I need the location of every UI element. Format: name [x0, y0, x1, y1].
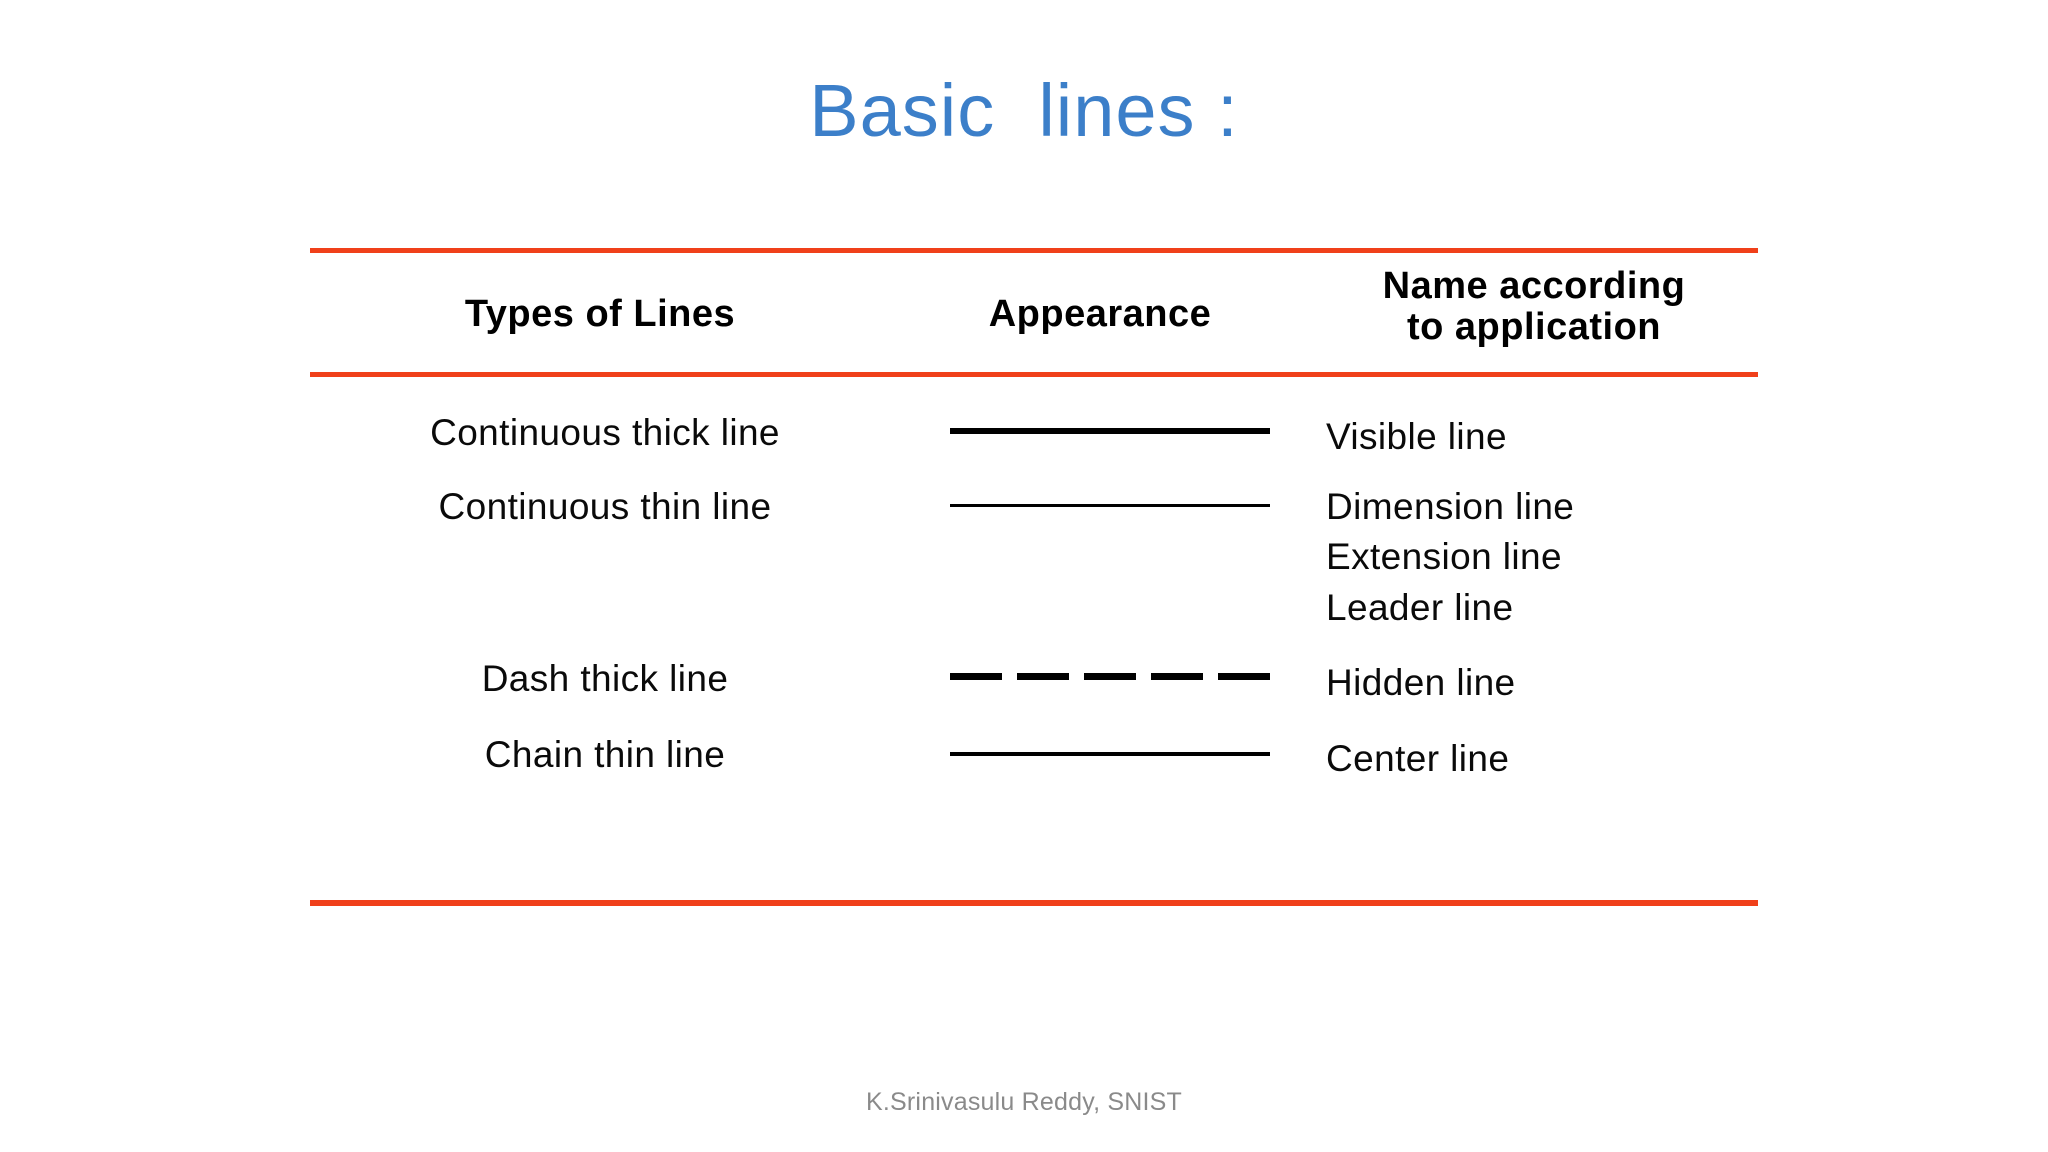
slide-footer-attribution: K.Srinivasulu Reddy, SNIST — [866, 1088, 1182, 1116]
cell-line-appearance — [910, 486, 1310, 526]
application-name: Hidden line — [1326, 662, 1516, 703]
column-header-name-according-to-application: Name according to application — [1382, 265, 1686, 349]
table-top-rule — [310, 248, 1758, 253]
cell-line-type: Continuous thick line — [430, 412, 780, 453]
cell-application-names: Dimension line Extension line Leader lin… — [1310, 482, 1758, 633]
page-title: Basic lines : — [809, 69, 1239, 152]
cell-application-names: Visible line — [1310, 412, 1758, 462]
continuous-thin-line-sample — [950, 504, 1270, 507]
basic-lines-table: Types of Lines Appearance Name according… — [310, 248, 1758, 908]
column-header-types-of-lines: Types of Lines — [464, 293, 736, 335]
cell-application-names: Hidden line — [1310, 658, 1758, 708]
column-header-appearance: Appearance — [988, 293, 1212, 335]
cell-line-type: Continuous thin line — [438, 486, 772, 527]
application-name: Visible line — [1326, 416, 1508, 457]
cell-line-appearance — [910, 734, 1310, 774]
cell-line-type: Chain thin line — [484, 734, 726, 775]
table-header-rule — [310, 372, 1758, 377]
dash-thick-line-sample — [950, 673, 1270, 680]
cell-application-names: Center line — [1310, 734, 1758, 784]
application-name: Center line — [1326, 738, 1510, 779]
continuous-thick-line-sample — [950, 428, 1270, 434]
cell-line-type: Dash thick line — [481, 658, 729, 699]
application-name: Dimension line — [1326, 486, 1575, 527]
cell-line-appearance — [910, 412, 1310, 452]
chain-thin-line-sample — [950, 752, 1270, 756]
table-bottom-rule — [310, 900, 1758, 906]
application-name: Extension line — [1326, 536, 1562, 578]
application-name: Leader line — [1326, 586, 1514, 628]
cell-line-appearance — [910, 658, 1310, 698]
